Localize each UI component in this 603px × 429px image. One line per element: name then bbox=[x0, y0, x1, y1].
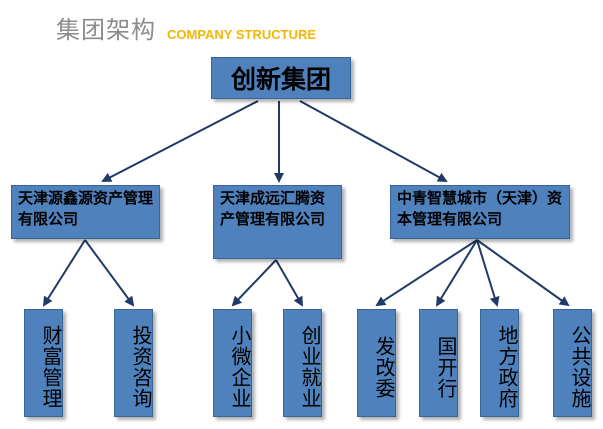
department-node: 国开行 bbox=[419, 309, 458, 417]
subsidiary-node-2: 天津成远汇腾资产管理有限公司 bbox=[213, 185, 342, 259]
connector-sub-3-to-dept-2 bbox=[435, 239, 478, 307]
department-node-label: 小微企业 bbox=[228, 325, 252, 409]
subsidiary-node-label: 天津成远汇腾资产管理有限公司 bbox=[220, 189, 326, 228]
page-title: 集团架构 bbox=[56, 16, 156, 44]
department-node-label: 投资咨询 bbox=[129, 325, 153, 409]
connector-sub-3-to-dept-1 bbox=[375, 239, 478, 307]
connector-sub-2-to-dept-1 bbox=[231, 259, 277, 307]
department-node: 发改委 bbox=[357, 309, 396, 417]
connector-sub-3-to-dept-4 bbox=[476, 239, 570, 307]
department-node-label: 创业就业 bbox=[298, 325, 322, 409]
department-node-label: 国开行 bbox=[434, 335, 458, 399]
page-subtitle: COMPANY STRUCTURE bbox=[167, 27, 317, 42]
connector-sub-1-to-dept-1 bbox=[42, 239, 86, 307]
connector-sub-2-to-dept-2 bbox=[275, 259, 304, 307]
root-node-label: 创新集团 bbox=[230, 65, 331, 94]
connector-sub-1-to-dept-2 bbox=[84, 239, 135, 307]
department-node: 地方政府 bbox=[480, 309, 519, 417]
root-node: 创新集团 bbox=[211, 57, 351, 99]
department-node: 投资咨询 bbox=[114, 309, 153, 417]
connector-root-to-sub-1 bbox=[101, 100, 259, 182]
subsidiary-node-label: 中青智慧城市（天津）资本管理有限公司 bbox=[397, 189, 563, 228]
department-node-label: 发改委 bbox=[372, 335, 396, 399]
department-node-label: 财富管理 bbox=[39, 325, 63, 409]
department-node-label: 公共设施 bbox=[568, 325, 592, 409]
connector-root-to-sub-3 bbox=[299, 100, 448, 182]
subsidiary-node-3: 中青智慧城市（天津）资本管理有限公司 bbox=[390, 185, 570, 239]
subsidiary-node-label: 天津源鑫源资产管理有限公司 bbox=[18, 189, 154, 228]
department-node: 创业就业 bbox=[283, 309, 322, 417]
connector-sub-3-to-dept-3 bbox=[476, 239, 500, 307]
department-node: 小微企业 bbox=[213, 309, 252, 417]
department-node-label: 地方政府 bbox=[495, 325, 519, 409]
department-node: 公共设施 bbox=[553, 309, 592, 417]
subsidiary-node-1: 天津源鑫源资产管理有限公司 bbox=[11, 185, 160, 239]
department-node: 财富管理 bbox=[24, 309, 63, 417]
